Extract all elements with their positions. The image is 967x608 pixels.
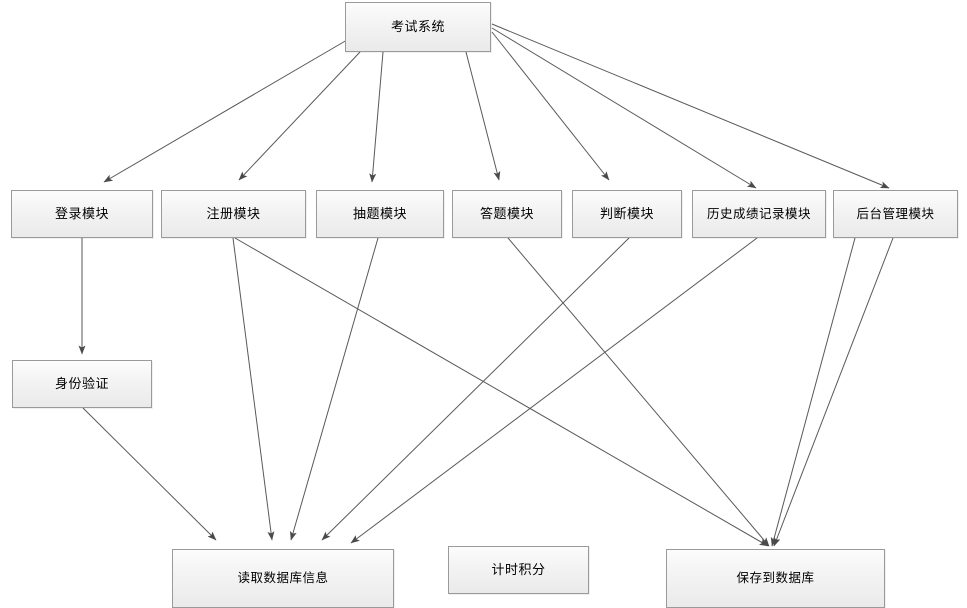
node-label-login: 登录模块 bbox=[54, 206, 109, 222]
node-login[interactable]: 登录模块 bbox=[11, 190, 153, 238]
node-label-judge: 判断模块 bbox=[599, 206, 654, 222]
node-judge[interactable]: 判断模块 bbox=[572, 190, 682, 238]
edge-root-to-admin bbox=[491, 23, 890, 189]
node-label-savedb: 保存到数据库 bbox=[736, 570, 815, 586]
node-label-root: 考试系统 bbox=[390, 19, 445, 35]
edge-root-to-history bbox=[491, 27, 757, 189]
node-draw[interactable]: 抽题模块 bbox=[316, 190, 444, 238]
edge-history-to-readdb bbox=[350, 237, 758, 544]
node-label-timing: 计时积分 bbox=[491, 562, 546, 578]
node-admin[interactable]: 后台管理模块 bbox=[833, 190, 958, 238]
edge-auth-to-readdb bbox=[82, 407, 217, 541]
node-label-admin: 后台管理模块 bbox=[856, 205, 935, 221]
edge-root-to-register bbox=[238, 51, 361, 181]
edge-root-to-draw bbox=[369, 51, 384, 183]
edge-root-to-judge bbox=[491, 31, 610, 181]
edge-draw-to-readdb bbox=[289, 237, 379, 541]
edges bbox=[78, 23, 894, 547]
edge-root-to-login bbox=[103, 39, 348, 183]
node-label-register: 注册模块 bbox=[206, 206, 261, 222]
node-register[interactable]: 注册模块 bbox=[161, 190, 306, 238]
node-timing[interactable]: 计时积分 bbox=[448, 546, 589, 594]
node-history[interactable]: 历史成绩记录模块 bbox=[692, 190, 826, 238]
node-label-history: 历史成绩记录模块 bbox=[706, 205, 811, 221]
node-label-readdb: 读取数据库信息 bbox=[237, 570, 329, 586]
edge-register-to-savedb bbox=[234, 237, 769, 547]
node-root[interactable]: 考试系统 bbox=[345, 2, 491, 52]
edge-answer-to-savedb bbox=[507, 237, 770, 547]
node-readdb[interactable]: 读取数据库信息 bbox=[172, 549, 394, 608]
edge-register-to-readdb bbox=[232, 237, 275, 541]
edge-admin-to-savedb bbox=[773, 237, 894, 547]
edge-admin-to-savedb bbox=[770, 237, 856, 547]
edge-root-to-answer bbox=[465, 51, 501, 181]
node-label-auth: 身份验证 bbox=[54, 376, 109, 392]
node-savedb[interactable]: 保存到数据库 bbox=[666, 549, 885, 608]
node-answer[interactable]: 答题模块 bbox=[452, 190, 562, 238]
node-auth[interactable]: 身份验证 bbox=[12, 360, 152, 408]
node-label-answer: 答题模块 bbox=[479, 206, 534, 222]
edge-judge-to-readdb bbox=[321, 237, 630, 541]
node-label-draw: 抽题模块 bbox=[352, 206, 407, 222]
